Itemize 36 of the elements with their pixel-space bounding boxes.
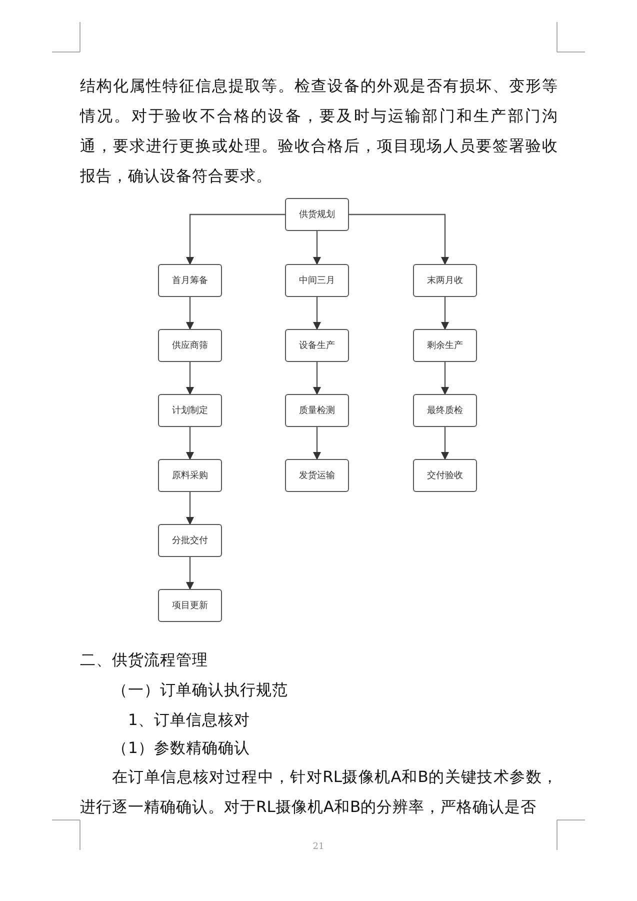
arrow	[186, 214, 285, 265]
arrow	[441, 362, 449, 395]
arrow	[441, 297, 449, 330]
process-box: 交付验收	[413, 459, 477, 492]
process-box: 质量检测	[285, 394, 349, 427]
process-box: 剩余生产	[413, 329, 477, 362]
arrow	[186, 297, 194, 330]
arrow	[186, 362, 194, 395]
subsection-heading: 1、订单信息核对	[128, 710, 251, 731]
subsection-heading: （一）订单确认执行规范	[112, 680, 289, 701]
process-box: 原料采购	[158, 459, 222, 492]
process-box: 首月筹备	[158, 264, 222, 297]
arrow	[313, 297, 321, 330]
paragraph: 结构化属性特征信息提取等。检查设备的外观是否有损坏、变形等情况。对于验收不合格的设备，要及时与运输部门和生产部门沟通，要求进行更换或处理。验收合格后，项目现场人员要签署验收报告，确认设备符合要求。	[80, 76, 558, 187]
process-box: 最终质检	[413, 394, 477, 427]
page-number: 21	[312, 841, 326, 854]
process-box: 供货规划	[285, 198, 349, 231]
section-heading: 二、供货流程管理	[80, 650, 209, 671]
process-box: 中间三月	[285, 264, 349, 297]
process-box: 发货运输	[285, 459, 349, 492]
process-box: 供应商筛	[158, 329, 222, 362]
arrow	[349, 214, 449, 265]
arrow	[441, 427, 449, 460]
arrow	[313, 427, 321, 460]
arrow	[186, 427, 194, 460]
process-box: 设备生产	[285, 329, 349, 362]
process-box: 计划制定	[158, 394, 222, 427]
arrow	[186, 492, 194, 525]
arrow	[313, 362, 321, 395]
process-box: 项目更新	[158, 589, 222, 622]
process-box: 分批交付	[158, 524, 222, 557]
paragraph: 在订单信息核对过程中，针对RL摄像机A和B的关键技术参数，进行逐一精确确认。对于RL摄像机A和B的分辨率，严格确认是否	[80, 767, 558, 818]
arrow	[313, 231, 321, 265]
arrow	[186, 557, 194, 590]
subsection-heading: （1）参数精确确认	[112, 738, 251, 759]
process-box: 末两月收	[413, 264, 477, 297]
